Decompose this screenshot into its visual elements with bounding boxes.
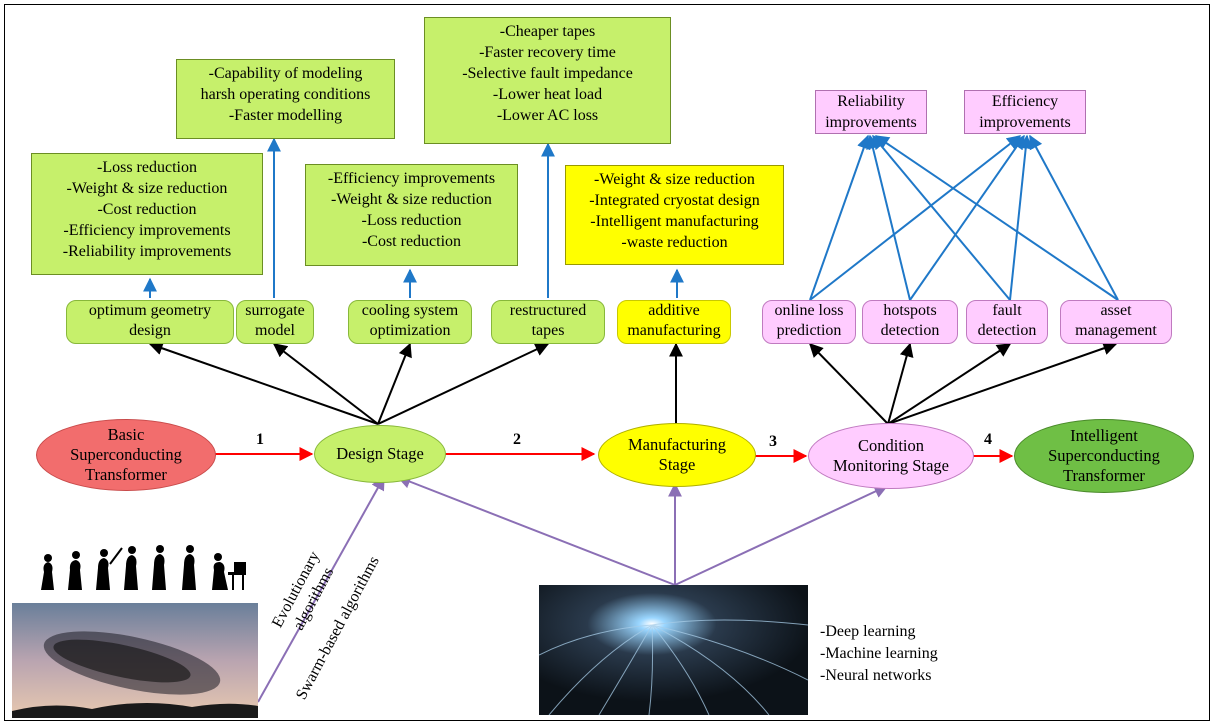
- step-number-2: 2: [513, 431, 521, 448]
- step-number-1: 1: [256, 431, 264, 448]
- diagram-frame: [4, 4, 1210, 721]
- evolution-silhouettes: [41, 545, 246, 590]
- step-number-4: 4: [984, 431, 992, 448]
- benefits-box-tapes: -Cheaper tapes-Faster recovery time-Sele…: [424, 17, 671, 144]
- benefits-box-manufacturing: -Weight & size reduction-Integrated cryo…: [565, 165, 784, 265]
- benefits-box-geometry: -Loss reduction-Weight & size reduction-…: [31, 153, 263, 275]
- neural-network-photo: [539, 585, 808, 715]
- bird-swarm-photo: [12, 603, 258, 718]
- step-number-3: 3: [769, 433, 777, 450]
- stage-design: Design Stage: [314, 425, 446, 483]
- benefits-box-cooling: -Efficiency improvements-Weight & size r…: [305, 164, 518, 266]
- ai-methods-list: -Deep learning -Machine learning -Neural…: [820, 623, 938, 684]
